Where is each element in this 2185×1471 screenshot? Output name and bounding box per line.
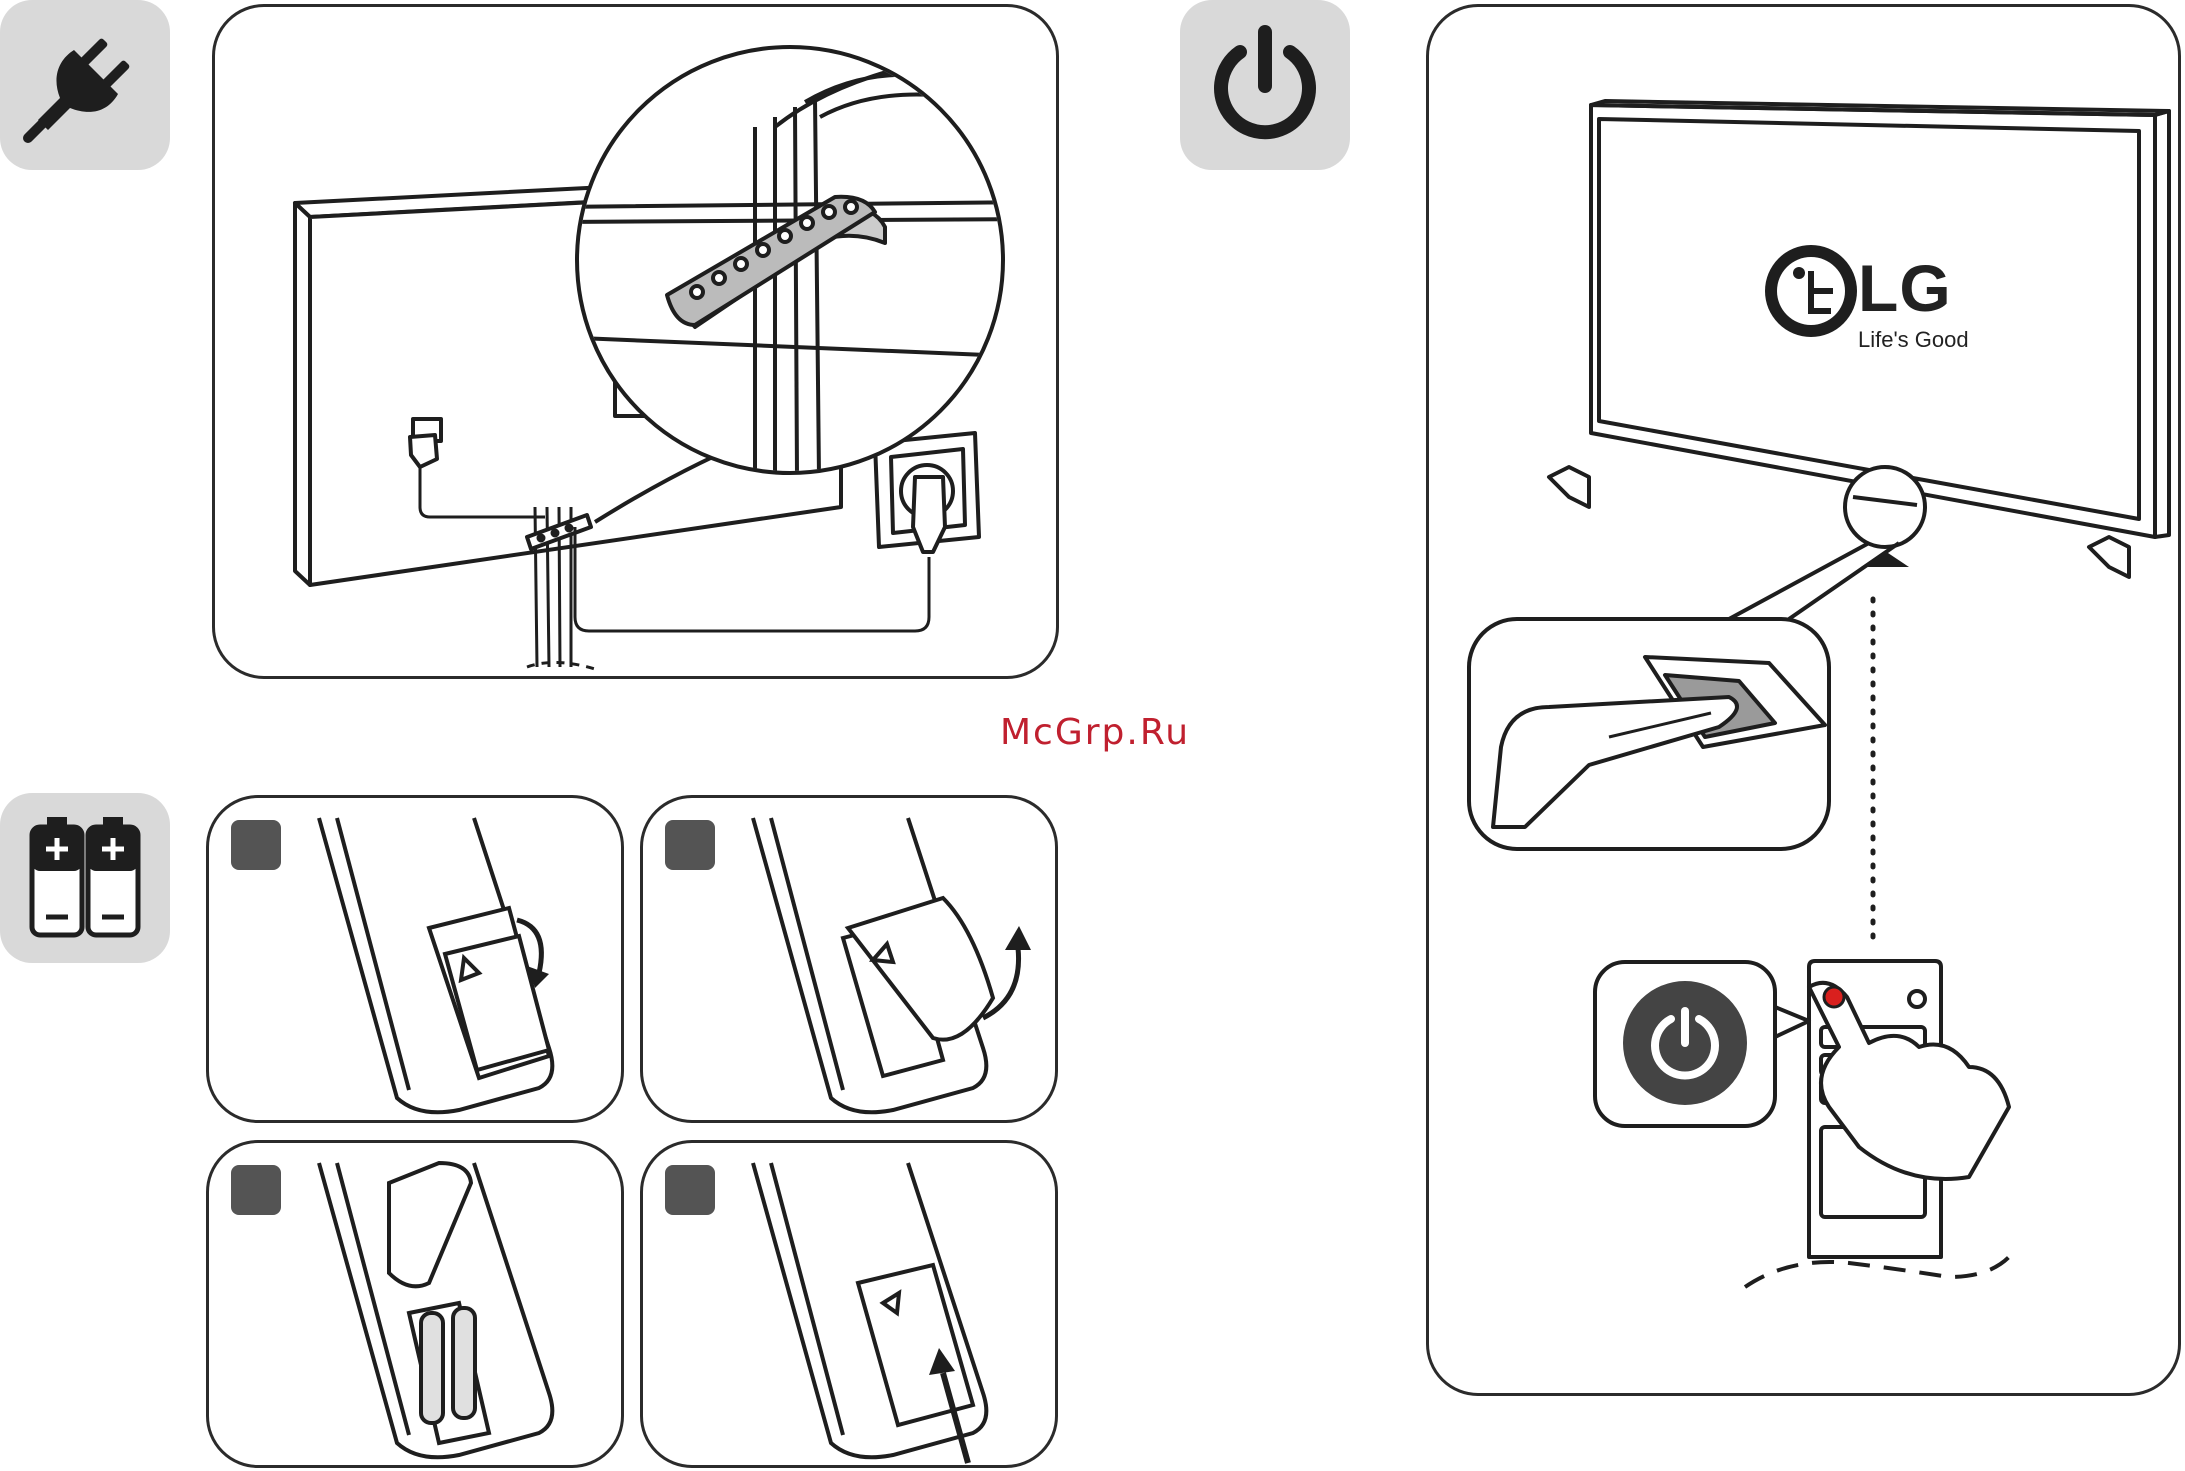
battery-icon bbox=[0, 793, 170, 963]
battery-step-3-panel bbox=[206, 1140, 624, 1468]
cable-connection-panel bbox=[212, 4, 1059, 679]
power-on-panel bbox=[1426, 4, 2181, 1396]
battery-step-2-panel bbox=[640, 795, 1058, 1123]
step-marker-2 bbox=[665, 820, 715, 870]
step-marker-4 bbox=[665, 1165, 715, 1215]
watermark: McGrp.Ru bbox=[1000, 712, 1190, 753]
step-marker-1 bbox=[231, 820, 281, 870]
step-marker-3 bbox=[231, 1165, 281, 1215]
battery-step-4-panel bbox=[640, 1140, 1058, 1468]
power-on-badge bbox=[1180, 0, 1350, 170]
batteries-badge bbox=[0, 793, 170, 963]
power-icon bbox=[1180, 0, 1350, 170]
battery-step-1-panel bbox=[206, 795, 624, 1123]
brand-tagline: Life's Good bbox=[1858, 327, 1969, 353]
power-cable-badge bbox=[0, 0, 170, 170]
brand-name: LG bbox=[1858, 250, 1952, 326]
cable-connection-illustration bbox=[215, 7, 1059, 679]
power-on-illustration bbox=[1429, 7, 2181, 1396]
plug-icon bbox=[0, 0, 170, 170]
